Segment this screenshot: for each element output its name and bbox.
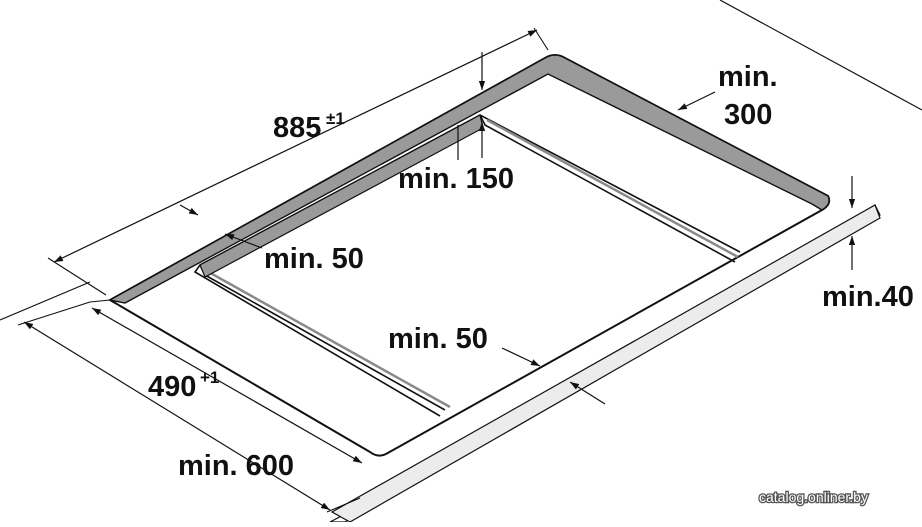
dim-600-line	[23, 321, 331, 511]
dim-min-300-line2: 300	[724, 99, 772, 131]
dim-885-tick	[179, 204, 199, 216]
watermark: catalog.onliner.by	[759, 489, 868, 505]
dim-885-value: 885	[273, 112, 321, 144]
countertop-front-band	[330, 204, 881, 523]
dim-50-front-leader	[501, 347, 541, 367]
dim-300-leader	[677, 91, 716, 111]
dim-50-front-arrow	[569, 381, 606, 405]
dim-50-left-leader	[224, 233, 263, 249]
dim-490-tolerance: +1	[200, 368, 219, 387]
dim-885-line	[53, 29, 538, 263]
dim-min-50-front: min. 50	[388, 323, 488, 355]
countertop-back-edge	[719, 0, 922, 111]
hob-frame	[107, 54, 830, 304]
dim-min-300-line1: min.	[718, 61, 778, 93]
dim-490-value: 490	[148, 371, 196, 403]
dim-min-40: min.40	[822, 281, 914, 313]
dim-885-tolerance: ±1	[326, 109, 345, 128]
dim-min-50-left: min. 50	[264, 243, 364, 275]
dimension-lines	[23, 29, 856, 511]
dim-min-150: min. 150	[398, 163, 514, 195]
dim-min-600: min. 600	[178, 450, 294, 482]
